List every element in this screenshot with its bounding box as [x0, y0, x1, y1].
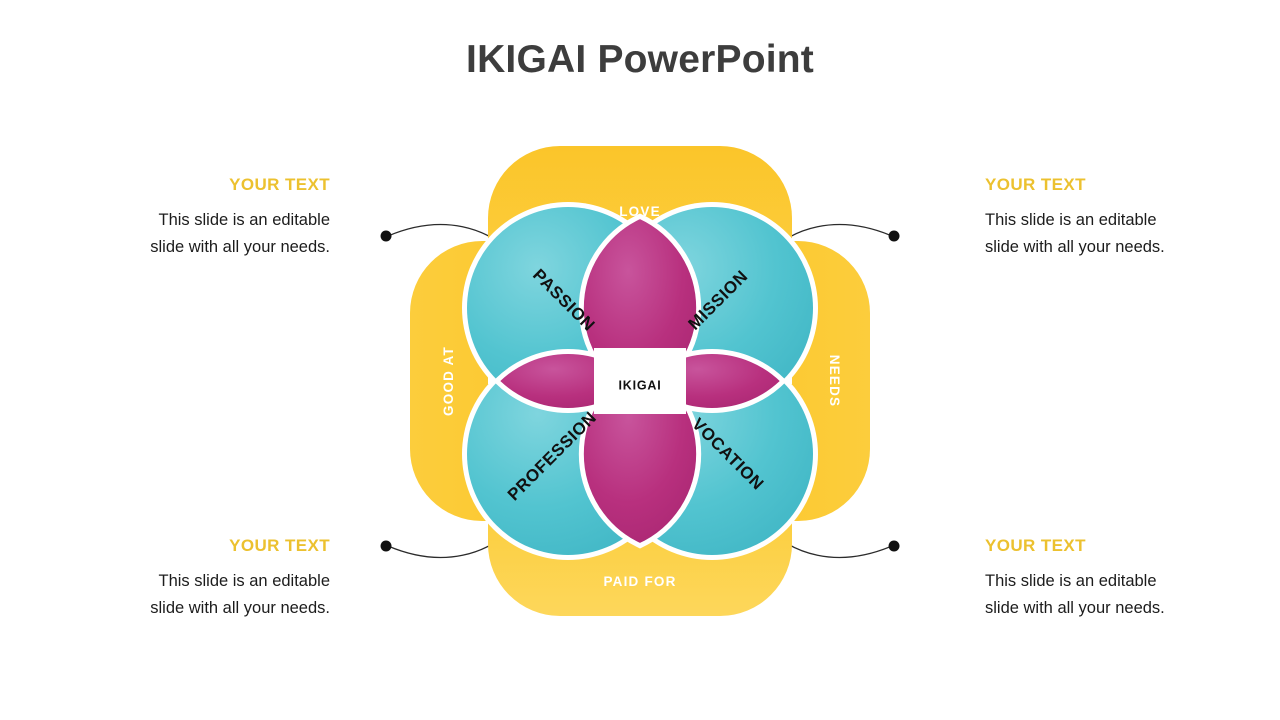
text-block-body-line: This slide is an editable — [985, 572, 1157, 590]
text-block-body-line: This slide is an editable — [158, 211, 330, 229]
ikigai-core[interactable]: IKIGAI — [594, 348, 686, 414]
text-block-body-line: This slide is an editable — [158, 572, 330, 590]
ikigai-core-label: IKIGAI — [619, 378, 662, 392]
connector-dot-bottom-right — [888, 540, 900, 552]
text-block-top-left: YOUR TEXT This slide is an editable slid… — [30, 175, 330, 261]
text-block-heading: YOUR TEXT — [985, 536, 1086, 555]
label-paid-for: PAID FOR — [603, 574, 676, 589]
label-good-at: GOOD AT — [441, 346, 456, 416]
text-block-heading: YOUR TEXT — [229, 536, 330, 555]
text-block-body: This slide is an editable slide with all… — [30, 568, 330, 622]
text-block-bottom-left: YOUR TEXT This slide is an editable slid… — [30, 536, 330, 622]
connector-dot-top-right — [888, 230, 900, 242]
text-block-heading: YOUR TEXT — [985, 175, 1086, 194]
connector-dot-top-left — [380, 230, 392, 242]
page-title: IKIGAI PowerPoint — [466, 38, 814, 81]
text-block-body-line: slide with all your needs. — [150, 599, 330, 617]
connector-dot-bottom-left — [380, 540, 392, 552]
text-block-bottom-right: YOUR TEXT This slide is an editable slid… — [985, 536, 1280, 622]
text-block-heading: YOUR TEXT — [229, 175, 330, 194]
ikigai-diagram: IKIGAI LOVE PAID FOR GOOD AT NEEDS PASSI… — [370, 136, 910, 626]
text-block-body: This slide is an editable slide with all… — [985, 568, 1280, 622]
text-block-body: This slide is an editable slide with all… — [985, 207, 1280, 261]
label-love: LOVE — [619, 204, 661, 219]
text-block-body: This slide is an editable slide with all… — [30, 207, 330, 261]
text-block-body-line: This slide is an editable — [985, 211, 1157, 229]
text-block-body-line: slide with all your needs. — [985, 599, 1165, 617]
text-block-body-line: slide with all your needs. — [150, 238, 330, 256]
text-block-body-line: slide with all your needs. — [985, 238, 1165, 256]
label-needs: NEEDS — [827, 355, 842, 408]
text-block-top-right: YOUR TEXT This slide is an editable slid… — [985, 175, 1280, 261]
